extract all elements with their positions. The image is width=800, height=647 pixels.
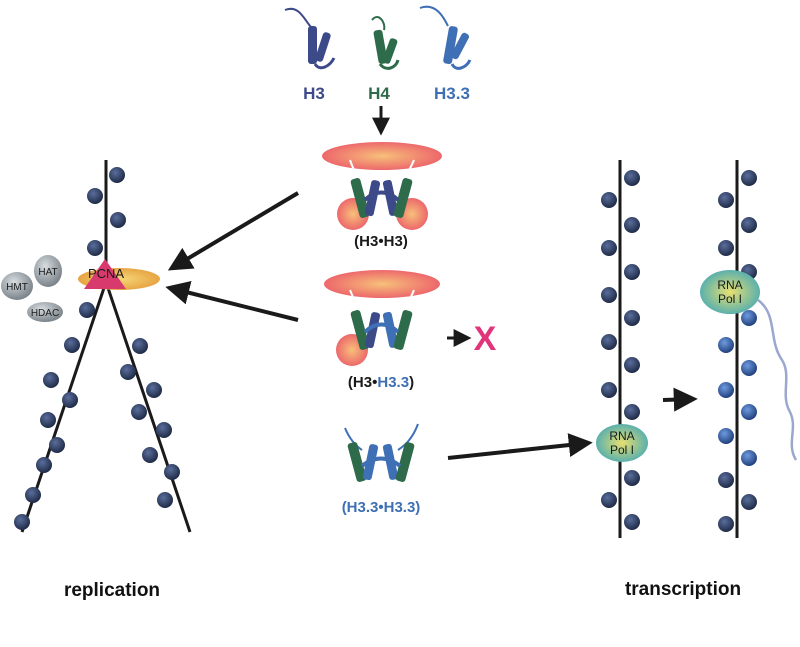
chromatin-strand-after [718, 160, 757, 538]
label-rna-pol-second-line2: Pol I [718, 292, 742, 306]
factor-hdac [27, 302, 63, 322]
histone-h33-free [419, 5, 472, 70]
label-complex-h3-h33: (H3•H3.3) [348, 374, 414, 391]
rna-pol-1-second [700, 270, 760, 314]
complex-h3-h3 [322, 142, 442, 230]
label-hdac: HDAC [31, 308, 59, 319]
label-rna-pol-first-line1: RNA [609, 429, 634, 443]
blocked-x-mark: X [474, 320, 497, 358]
label-h4: H4 [368, 84, 390, 103]
label-pcna: PCNA [88, 266, 124, 281]
replication-fork [14, 160, 192, 533]
label-rna-pol-second-line1: RNA [717, 278, 742, 292]
label-hat: HAT [38, 267, 57, 278]
rna-pol-1-first [596, 424, 648, 462]
label-hmt: HMT [6, 282, 28, 293]
label-transcription: transcription [625, 579, 741, 600]
label-rna-pol-first-line2: Pol I [610, 443, 634, 457]
arrow-h3h3-to-replication [167, 191, 300, 271]
factor-hmt [1, 272, 33, 300]
complex-h33-h33 [344, 423, 419, 482]
arrow-transcription-progress [662, 387, 698, 412]
label-complex-h33-h33: (H3.3•H3.3) [342, 499, 421, 516]
pcna-clamp [78, 259, 160, 290]
factor-hat [34, 255, 62, 287]
arrow-h3h33-to-replication [165, 281, 299, 322]
histone-h4-free [371, 16, 400, 70]
label-replication: replication [64, 580, 160, 601]
label-complex-h3-h3: (H3•H3) [354, 233, 408, 250]
label-h3: H3 [303, 84, 325, 103]
histone-h3-free [284, 7, 336, 70]
complex-h3-h33 [324, 270, 440, 366]
rna-transcript [757, 299, 798, 461]
chromatin-strand-before [601, 160, 640, 538]
arrow-h33h33-to-transcription [447, 433, 593, 460]
label-h33: H3.3 [434, 84, 470, 103]
